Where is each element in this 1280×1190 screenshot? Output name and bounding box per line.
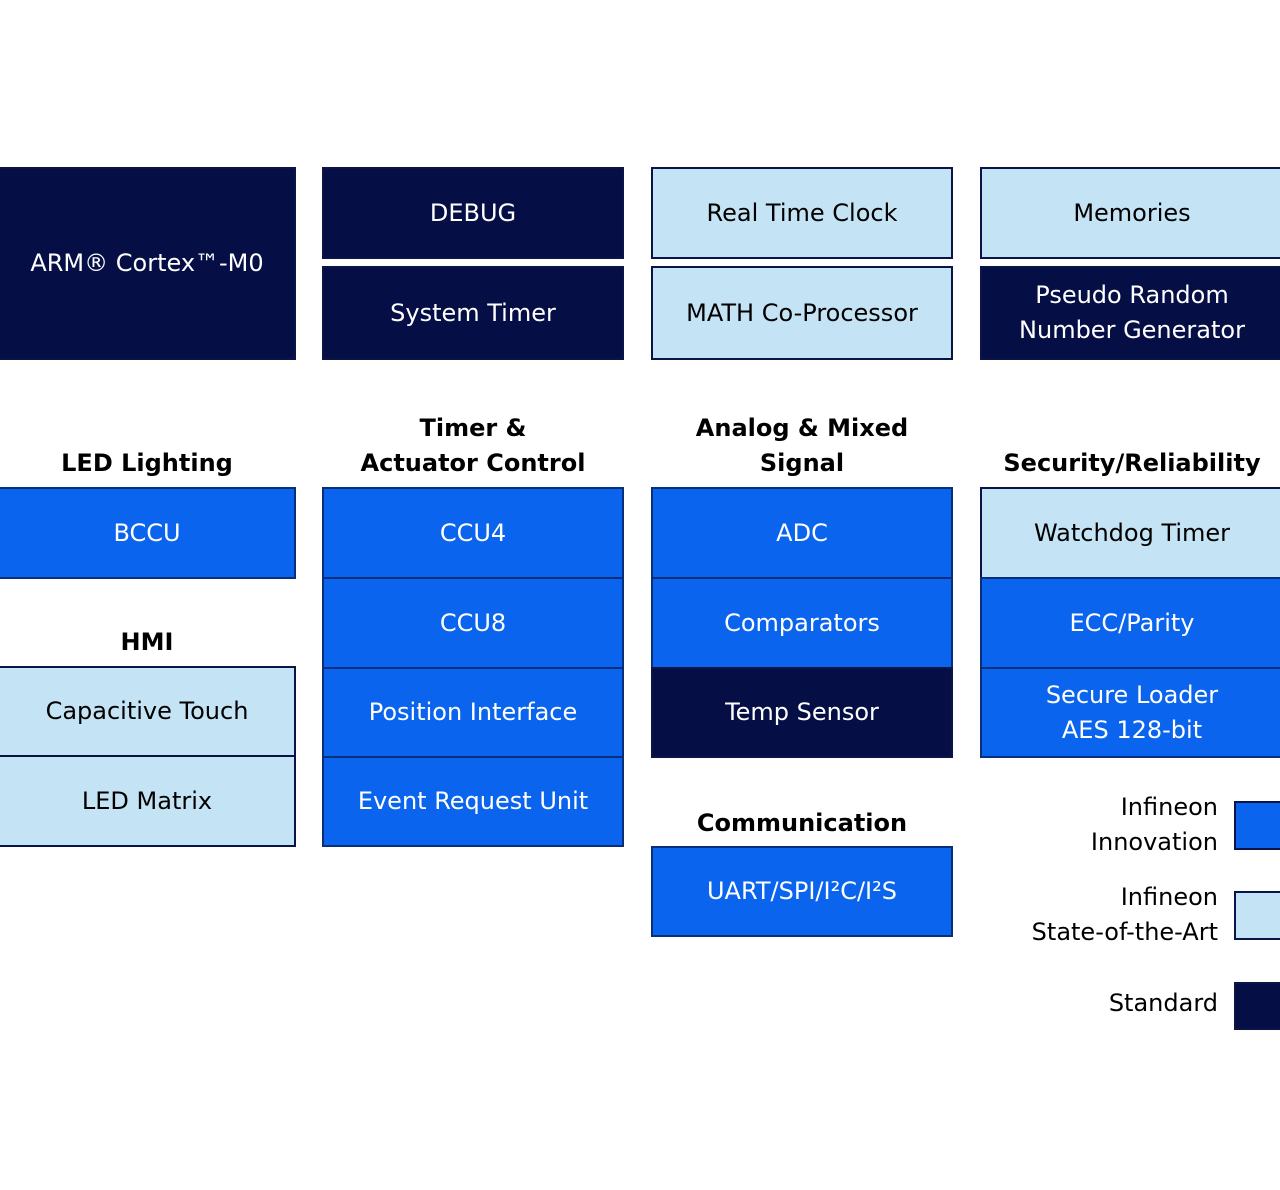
secure-loader-block: Secure Loader AES 128-bit <box>980 667 1280 758</box>
memories-label: Memories <box>1073 198 1191 227</box>
memories-block: Memories <box>980 167 1280 259</box>
led-matrix-label: LED Matrix <box>81 786 213 815</box>
comparators-label: Comparators <box>724 608 880 637</box>
ccu8-label: CCU8 <box>439 608 507 637</box>
legend-standard-swatch <box>1234 982 1280 1030</box>
hmi-heading: HMI <box>120 628 174 656</box>
legend-standard-label: Standard <box>1108 989 1218 1017</box>
comparators-block: Comparators <box>651 577 953 669</box>
ecc-parity-block: ECC/Parity <box>980 577 1280 669</box>
position-interface-label: Position Interface <box>368 698 578 726</box>
watchdog-timer-block: Watchdog Timer <box>980 487 1280 579</box>
legend-innovation-swatch <box>1234 801 1280 850</box>
real-time-clock-label: Real Time Clock <box>706 198 898 227</box>
uart-spi-i2c-i2s-block: UART/SPI/I²C/I²S <box>651 846 953 937</box>
bccu-block: BCCU <box>0 487 296 579</box>
arm-cortex-m0-label: ARM® Cortex™-M0 <box>30 249 264 277</box>
security-reliability-heading: Security/Reliability <box>1003 449 1261 477</box>
real-time-clock-block: Real Time Clock <box>651 167 953 259</box>
ecc-parity-label: ECC/Parity <box>1069 608 1195 637</box>
led-lighting-heading: LED Lighting <box>61 449 233 477</box>
adc-block: ADC <box>651 487 953 579</box>
arm-cortex-m0-block: ARM® Cortex™-M0 <box>0 167 296 360</box>
legend-innovation-label: Infineon Innovation <box>1090 793 1218 856</box>
event-request-unit-block: Event Request Unit <box>322 756 624 847</box>
math-coprocessor-label: MATH Co-Processor <box>686 298 918 327</box>
ccu8-block: CCU8 <box>322 577 624 669</box>
debug-label: DEBUG <box>429 198 517 227</box>
position-interface-block: Position Interface <box>322 667 624 758</box>
legend-state-of-the-art-label: Infineon State-of-the-Art <box>1031 883 1218 946</box>
prng-block: Pseudo Random Number Generator <box>980 266 1280 360</box>
capacitive-touch-block: Capacitive Touch <box>0 666 296 757</box>
system-timer-label: System Timer <box>390 298 556 327</box>
prng-label: Pseudo Random Number Generator <box>1019 281 1245 344</box>
uart-spi-i2c-i2s-label: UART/SPI/I²C/I²S <box>706 877 897 905</box>
led-matrix-block: LED Matrix <box>0 755 296 847</box>
adc-label: ADC <box>776 518 828 547</box>
secure-loader-label: Secure Loader AES 128-bit <box>1045 680 1219 744</box>
temp-sensor-block: Temp Sensor <box>651 667 953 758</box>
system-timer-block: System Timer <box>322 266 624 360</box>
timer-actuator-heading: Timer & Actuator Control <box>360 414 586 477</box>
communication-heading: Communication <box>696 809 908 837</box>
temp-sensor-label: Temp Sensor <box>725 698 879 726</box>
event-request-unit-label: Event Request Unit <box>357 787 589 815</box>
ccu4-block: CCU4 <box>322 487 624 579</box>
debug-block: DEBUG <box>322 167 624 259</box>
capacitive-touch-label: Capacitive Touch <box>45 697 249 725</box>
legend-state-of-the-art-swatch <box>1234 891 1280 940</box>
bccu-label: BCCU <box>113 518 181 547</box>
math-coprocessor-block: MATH Co-Processor <box>651 266 953 360</box>
ccu4-label: CCU4 <box>439 518 507 547</box>
analog-mixed-signal-heading: Analog & Mixed Signal <box>695 414 909 477</box>
watchdog-timer-label: Watchdog Timer <box>1033 518 1231 547</box>
